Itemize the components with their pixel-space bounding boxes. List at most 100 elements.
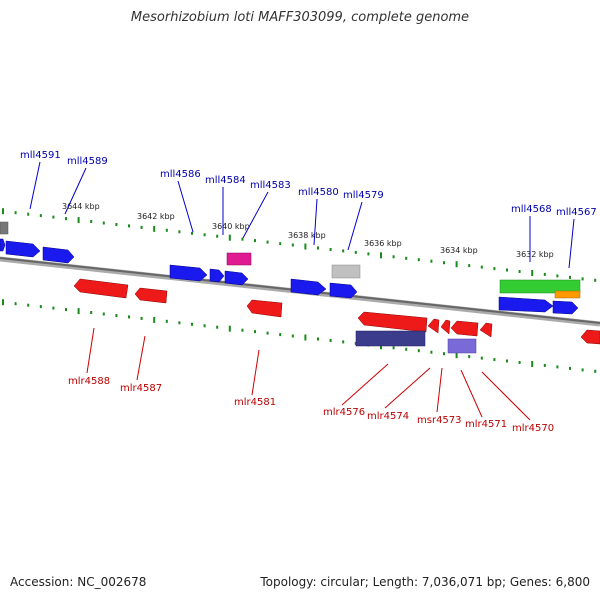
ruler-minor-tick (216, 325, 219, 329)
gene-label[interactable]: mlr4581 (234, 397, 276, 408)
ruler-minor-tick (342, 249, 345, 253)
ruler-minor-tick (165, 319, 168, 323)
gene-arrow[interactable] (479, 322, 493, 338)
ruler-minor-tick (556, 365, 559, 369)
reverse-leaders (86, 327, 531, 421)
gene-arrow[interactable] (5, 240, 41, 258)
ruler-minor-tick (518, 361, 521, 364)
ruler-minor-tick (342, 340, 345, 344)
gene-block-green[interactable] (499, 279, 581, 294)
gene-label[interactable]: mll4579 (343, 190, 384, 201)
gene-arrow[interactable] (134, 287, 168, 304)
inner-ruler (2, 299, 597, 373)
ruler-major-tick (2, 299, 4, 306)
gene-arrow[interactable] (498, 296, 554, 313)
ruler-minor-tick (191, 322, 193, 326)
ruler-minor-tick (279, 333, 282, 337)
ruler-minor-tick (556, 274, 559, 278)
ruler-minor-tick (165, 228, 168, 232)
ruler-major-tick (228, 325, 231, 332)
ruler-minor-tick (216, 234, 219, 238)
gene-arrow[interactable] (552, 300, 579, 315)
ruler-minor-tick (430, 259, 433, 263)
ruler-minor-tick (317, 337, 319, 341)
gene-arrow[interactable] (329, 282, 358, 299)
gene-arrow[interactable] (73, 278, 129, 299)
ruler-minor-tick (115, 223, 118, 226)
gene-arrow[interactable] (42, 246, 75, 264)
gene-block-gray[interactable] (331, 264, 361, 279)
gene-arrow[interactable] (169, 264, 208, 282)
ruler-major-tick (153, 316, 156, 323)
gene-arrow[interactable] (209, 268, 225, 283)
gene-arrow[interactable] (440, 319, 451, 335)
ruler-minor-tick (102, 312, 105, 316)
ruler-label-3632: 3632 kbp (516, 250, 554, 259)
gene-arrow[interactable] (427, 318, 440, 334)
gene-block-magenta[interactable] (226, 252, 252, 266)
ruler-minor-tick (128, 315, 130, 319)
ruler-major-tick (455, 261, 458, 268)
ruler-major-tick (304, 334, 307, 341)
gene-arrow[interactable] (580, 329, 600, 345)
ruler-minor-tick (102, 221, 105, 225)
gene-block-navy[interactable] (355, 330, 426, 347)
ruler-major-tick (455, 352, 458, 359)
gene-label[interactable]: msr4573 (417, 415, 462, 426)
gene-block-darkgray[interactable] (0, 221, 9, 235)
gene-arrow[interactable] (357, 311, 428, 333)
ruler-label-3644: 3644 kbp (62, 202, 100, 211)
genome-title: Mesorhizobium loti MAFF303099, complete … (130, 10, 470, 25)
gene-label[interactable]: mll4580 (298, 187, 339, 198)
ruler-minor-tick (203, 233, 206, 237)
accession-text: Accession: NC_002678 (10, 575, 147, 589)
ruler-minor-tick (543, 363, 546, 367)
forward-genes (0, 238, 579, 315)
gene-label[interactable]: mll4589 (67, 156, 108, 167)
ruler-minor-tick (317, 246, 319, 250)
gene-label[interactable]: mlr4574 (367, 411, 409, 422)
ruler-minor-tick (266, 240, 269, 244)
ruler-minor-tick (581, 277, 584, 281)
ruler-minor-tick (291, 334, 294, 338)
ruler-minor-tick (569, 275, 571, 279)
gene-label[interactable]: mll4591 (20, 150, 61, 161)
gene-label[interactable]: mlr4588 (68, 376, 110, 387)
gene-label[interactable]: mll4568 (511, 204, 552, 215)
reverse-genes (73, 278, 600, 345)
gene-label[interactable]: mlr4570 (512, 423, 554, 434)
ruler-minor-tick (430, 350, 433, 354)
gene-arrow[interactable] (0, 238, 6, 252)
ruler-minor-tick (392, 346, 395, 350)
gene-arrow[interactable] (224, 270, 249, 286)
ruler-minor-tick (254, 239, 256, 243)
gene-arrow[interactable] (450, 320, 479, 337)
ruler-minor-tick (518, 270, 521, 273)
gene-arrow[interactable] (290, 278, 327, 296)
gene-label[interactable]: mll4586 (160, 169, 201, 180)
gene-label[interactable]: mlr4571 (465, 419, 507, 430)
gene-label[interactable]: mll4567 (556, 207, 597, 218)
gene-label[interactable]: mlr4587 (120, 383, 162, 394)
ruler-minor-tick (90, 220, 93, 223)
ruler-minor-tick (27, 212, 30, 216)
ruler-minor-tick (140, 316, 143, 320)
genome-summary-text: Topology: circular; Length: 7,036,071 bp… (260, 575, 590, 589)
ruler-minor-tick (241, 328, 244, 332)
gene-label[interactable]: mll4583 (250, 180, 291, 191)
ruler-minor-tick (14, 302, 17, 306)
gene-label[interactable]: mlr4576 (323, 407, 365, 418)
ruler-minor-tick (52, 215, 55, 219)
gene-label[interactable]: mll4584 (205, 175, 246, 186)
ruler-minor-tick (417, 349, 420, 353)
ruler-minor-tick (291, 243, 294, 247)
ruler-label-3640: 3640 kbp (212, 222, 250, 231)
ruler-minor-tick (39, 214, 42, 218)
ruler-minor-tick (543, 272, 546, 276)
gene-arrow[interactable] (246, 299, 283, 318)
gene-block-purple[interactable] (447, 338, 477, 354)
ruler-minor-tick (367, 252, 370, 256)
gene-block-orange[interactable] (554, 290, 581, 299)
ruler-minor-tick (14, 211, 17, 215)
